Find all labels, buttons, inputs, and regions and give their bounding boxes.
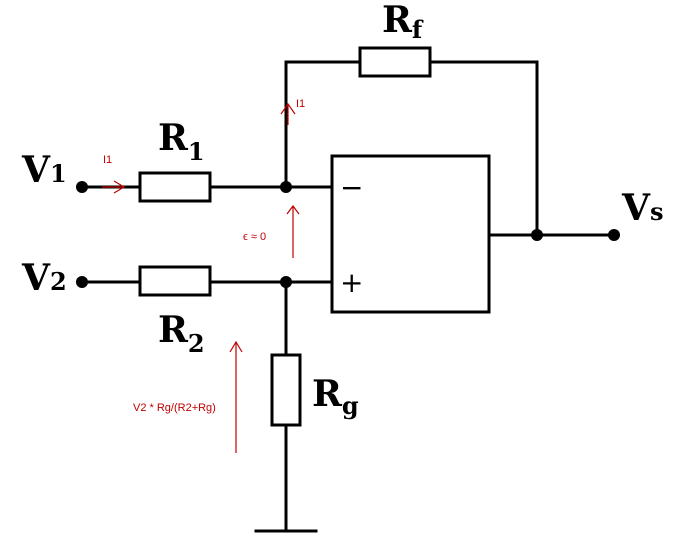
label-r2: R2 <box>158 309 205 358</box>
node-inverting <box>280 181 292 193</box>
resistor-rf <box>358 46 432 78</box>
label-v1: V1 <box>21 149 67 191</box>
annotation-i1-input: I1 <box>103 154 112 166</box>
label-r1: R1 <box>158 117 205 166</box>
label-rg: Rg <box>312 373 359 420</box>
opamp-body <box>330 154 491 314</box>
voltage-arrow-vplus <box>229 340 243 453</box>
label-v2: V2 <box>21 257 67 299</box>
node-output <box>531 229 543 241</box>
label-vs: Vs <box>621 187 663 229</box>
terminal-vs <box>608 229 620 241</box>
opamp-minus-sign: − <box>340 171 363 204</box>
resistor-rg <box>270 353 302 427</box>
current-arrow-input <box>102 180 126 194</box>
annotation-v-plus: V2 * Rg/(R2+Rg) <box>133 402 216 414</box>
resistor-r2 <box>138 265 212 297</box>
wires <box>80 60 616 533</box>
annotation-i1-feedback: I1 <box>296 98 305 110</box>
voltage-arrow-epsilon <box>286 205 300 258</box>
label-rf: Rf <box>382 0 424 44</box>
terminal-v1 <box>76 181 88 193</box>
opamp-plus-sign: + <box>340 266 363 299</box>
terminal-v2 <box>76 276 88 288</box>
node-noninverting <box>280 276 292 288</box>
resistor-r1 <box>138 171 212 203</box>
current-arrow-feedback <box>280 102 296 125</box>
annotation-epsilon: ϵ ≈ 0 <box>243 231 266 243</box>
